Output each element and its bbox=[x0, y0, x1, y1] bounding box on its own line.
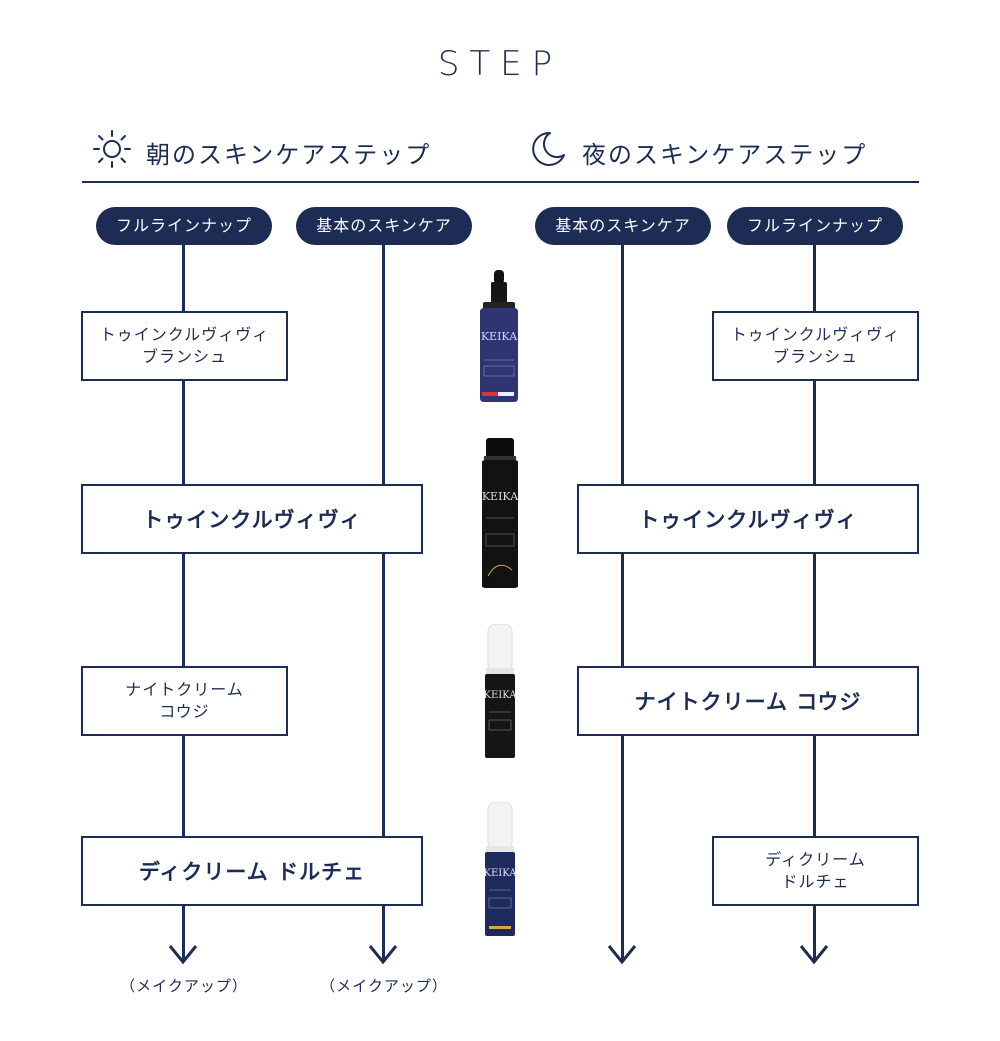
night-step-day-cream: ディクリーム ドルチェ bbox=[712, 836, 919, 906]
pill-night-full: フルラインナップ bbox=[727, 207, 903, 245]
morning-step-twinkle: トゥインクルヴィヴィ bbox=[81, 484, 423, 554]
flow-line-night-full bbox=[813, 240, 816, 962]
arrow-down-icon bbox=[368, 945, 398, 965]
night-cream-pump-image: KEIKA bbox=[483, 624, 517, 758]
arrow-down-icon bbox=[799, 945, 829, 965]
product-brand: KEIKA bbox=[481, 330, 518, 343]
night-heading-label: 夜のスキンケアステップ bbox=[582, 140, 868, 169]
flow-line-night-basic bbox=[621, 240, 624, 962]
morning-step-twinkle-blanche: トゥインクルヴィヴィ ブランシュ bbox=[81, 311, 288, 381]
product-brand: KEIKA bbox=[482, 490, 519, 503]
product-brand: KEIKA bbox=[483, 868, 517, 879]
night-heading: 夜のスキンケアステップ bbox=[528, 129, 868, 175]
flow-line-morning-basic bbox=[382, 240, 385, 962]
header-divider bbox=[82, 181, 919, 183]
pill-morning-full: フルラインナップ bbox=[96, 207, 272, 245]
page-title: STEP bbox=[437, 44, 563, 84]
morning-step-night-cream: ナイトクリーム コウジ bbox=[81, 666, 288, 736]
morning-full-after-label: （メイクアップ） bbox=[120, 977, 248, 995]
pill-night-basic: 基本のスキンケア bbox=[535, 207, 711, 245]
toner-bottle-image: KEIKA bbox=[482, 438, 519, 588]
night-step-night-cream: ナイトクリーム コウジ bbox=[577, 666, 919, 736]
serum-dropper-bottle-image: KEIKA bbox=[480, 270, 518, 402]
morning-heading: 朝のスキンケアステップ bbox=[92, 129, 432, 175]
product-brand: KEIKA bbox=[483, 690, 517, 701]
morning-step-day-cream: ディクリーム ドルチェ bbox=[81, 836, 423, 906]
night-step-twinkle: トゥインクルヴィヴィ bbox=[577, 484, 919, 554]
arrow-down-icon bbox=[607, 945, 637, 965]
day-cream-pump-image: KEIKA bbox=[483, 802, 517, 936]
moon-icon bbox=[528, 129, 568, 175]
flow-line-morning-full bbox=[182, 240, 185, 962]
morning-basic-after-label: （メイクアップ） bbox=[320, 977, 448, 995]
sun-icon bbox=[92, 129, 132, 175]
pill-morning-basic: 基本のスキンケア bbox=[296, 207, 472, 245]
night-step-twinkle-blanche: トゥインクルヴィヴィ ブランシュ bbox=[712, 311, 919, 381]
morning-heading-label: 朝のスキンケアステップ bbox=[146, 140, 432, 169]
arrow-down-icon bbox=[168, 945, 198, 965]
